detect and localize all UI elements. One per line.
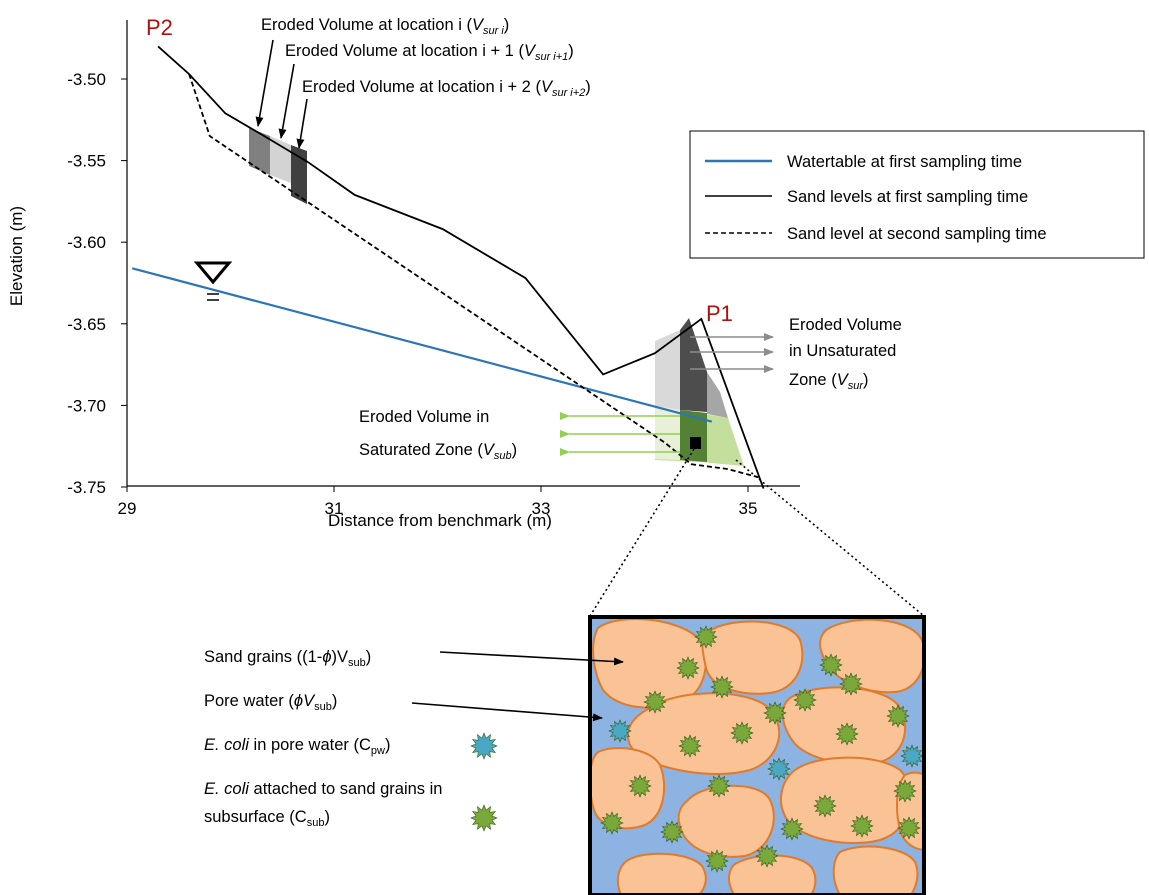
ecoli-attached-icon [705,849,729,873]
arrow-to-pore-water [411,702,603,722]
ecoli-attached-icon [730,721,754,745]
p1-label: P1 [706,301,733,326]
ecoli-attached-icon [755,844,779,868]
pore-scale-inset [588,615,926,895]
ecoli-pore-legend-icon [470,732,498,760]
series-line-0 [131,267,713,423]
ecoli-attached-icon [893,779,917,803]
x-axis-title: Distance from benchmark (m) [328,511,552,530]
inset-legend-ecoli-attached: E. coli attached to sand grains in [204,780,442,798]
y-tick-label: -3.65 [67,315,106,334]
p1-sat-slice-light [655,406,680,460]
inset-legend: Sand grains ((1-ϕ)Vsub) Pore water (ϕVsu… [204,648,624,832]
annotation-eroded-i: Eroded Volume at location i (Vsur i) [261,16,509,37]
ecoli-attached-icon [793,688,817,712]
arrow-eroded-i2 [296,98,308,149]
annotation-unsat-line3: Zone (Vsur) [789,371,868,392]
eroded-slice-i1 [270,136,291,183]
arrow-eroded-i [255,39,274,127]
ecoli-attached-icon [710,675,734,699]
ecoli-pore-icon [608,719,632,743]
ecoli-attached-icon [660,820,684,844]
zoom-connector-right [735,459,925,617]
inset-legend-pore-water: Pore water (ϕVsub) [204,692,337,713]
y-axis-title: Elevation (m) [7,206,26,306]
annotation-eroded-i1: Eroded Volume at location i + 1 (Vsur i+… [285,42,574,63]
y-tick-label: -3.70 [67,396,106,415]
legend-label-watertable: Watertable at first sampling time [787,153,1022,171]
legend-box [689,130,1145,259]
y-tick-label: -3.60 [67,233,106,252]
y-tick-label: -3.55 [67,152,106,171]
p1-unsat-slice-right [707,372,728,418]
ecoli-attached-icon [839,672,863,696]
arrow-eroded-i1 [278,63,295,139]
ecoli-pore-icon [767,757,791,781]
sand-grain [819,618,924,694]
ecoli-attached-icon [897,816,921,840]
inset-legend-sand-grains: Sand grains ((1-ϕ)Vsub) [204,648,371,669]
inset-legend-ecoli-pore: E. coli in pore water (Cpw) [204,736,390,757]
legend: Watertable at first sampling time Sand l… [689,130,1145,259]
series-line-1 [157,45,765,489]
annotation-sat-line2: Saturated Zone (Vsub) [359,441,517,462]
sand-grain [832,845,919,895]
series-line-2 [188,73,759,479]
inset-legend-ecoli-attached-line2: subsurface (Csub) [204,808,330,829]
eroded-slice-i [249,128,270,175]
ecoli-attached-icon [676,656,700,680]
ecoli-attached-icon [850,814,874,838]
y-tick-label: -3.50 [67,70,106,89]
x-tick-label: 35 [739,499,758,518]
ecoli-attached-icon [763,701,787,725]
ecoli-attached-icon [813,794,837,818]
x-tick-label: 29 [118,499,137,518]
ecoli-attached-icon [628,774,652,798]
ecoli-attached-icon [600,811,624,835]
watertable-symbol [193,261,233,301]
sand-grain [677,784,775,858]
annotation-unsat-line2: in Unsaturated [789,342,896,360]
annotation-sat-line1: Eroded Volume in [359,408,489,426]
x-tick-label: 31 [325,499,344,518]
ecoli-attached-icon [707,774,731,798]
sand-grain [780,756,912,845]
y-tick-label: -3.75 [67,478,106,497]
zoom-connector-left [589,448,695,617]
p1-unsat-slice-dark [680,318,707,412]
ecoli-attached-icon [835,722,859,746]
ecoli-attached-icon [643,690,667,714]
legend-label-sand-second: Sand level at second sampling time [787,225,1047,243]
ecoli-attached-icon [819,653,843,677]
arrow-to-sand-grain [439,651,624,666]
inset-frame [588,615,926,895]
legend-label-sand-first: Sand levels at first sampling time [787,188,1028,206]
ecoli-attached-icon [678,734,702,758]
p1-unsat-slice-light [655,330,680,410]
ecoli-pore-icon [900,744,924,768]
sand-grain [590,747,666,830]
p2-label: P2 [146,15,173,40]
ecoli-attached-icon [780,817,804,841]
sample-marker [690,437,701,449]
plot-area [131,45,765,489]
annotation-unsat-line1: Eroded Volume [789,316,902,334]
ecoli-attached-legend-icon [470,804,498,832]
axes: 29 31 33 35 -3.50 -3.55 -3.60 -3.65 -3.70 -3.75 D… [7,20,800,530]
x-tick-label: 33 [532,499,551,518]
annotation-eroded-i2: Eroded Volume at location i + 2 (Vsur i+… [302,78,591,99]
ecoli-attached-icon [694,625,718,649]
sand-grain [616,852,707,895]
ecoli-attached-icon [886,704,910,728]
sand-grain [701,620,804,695]
